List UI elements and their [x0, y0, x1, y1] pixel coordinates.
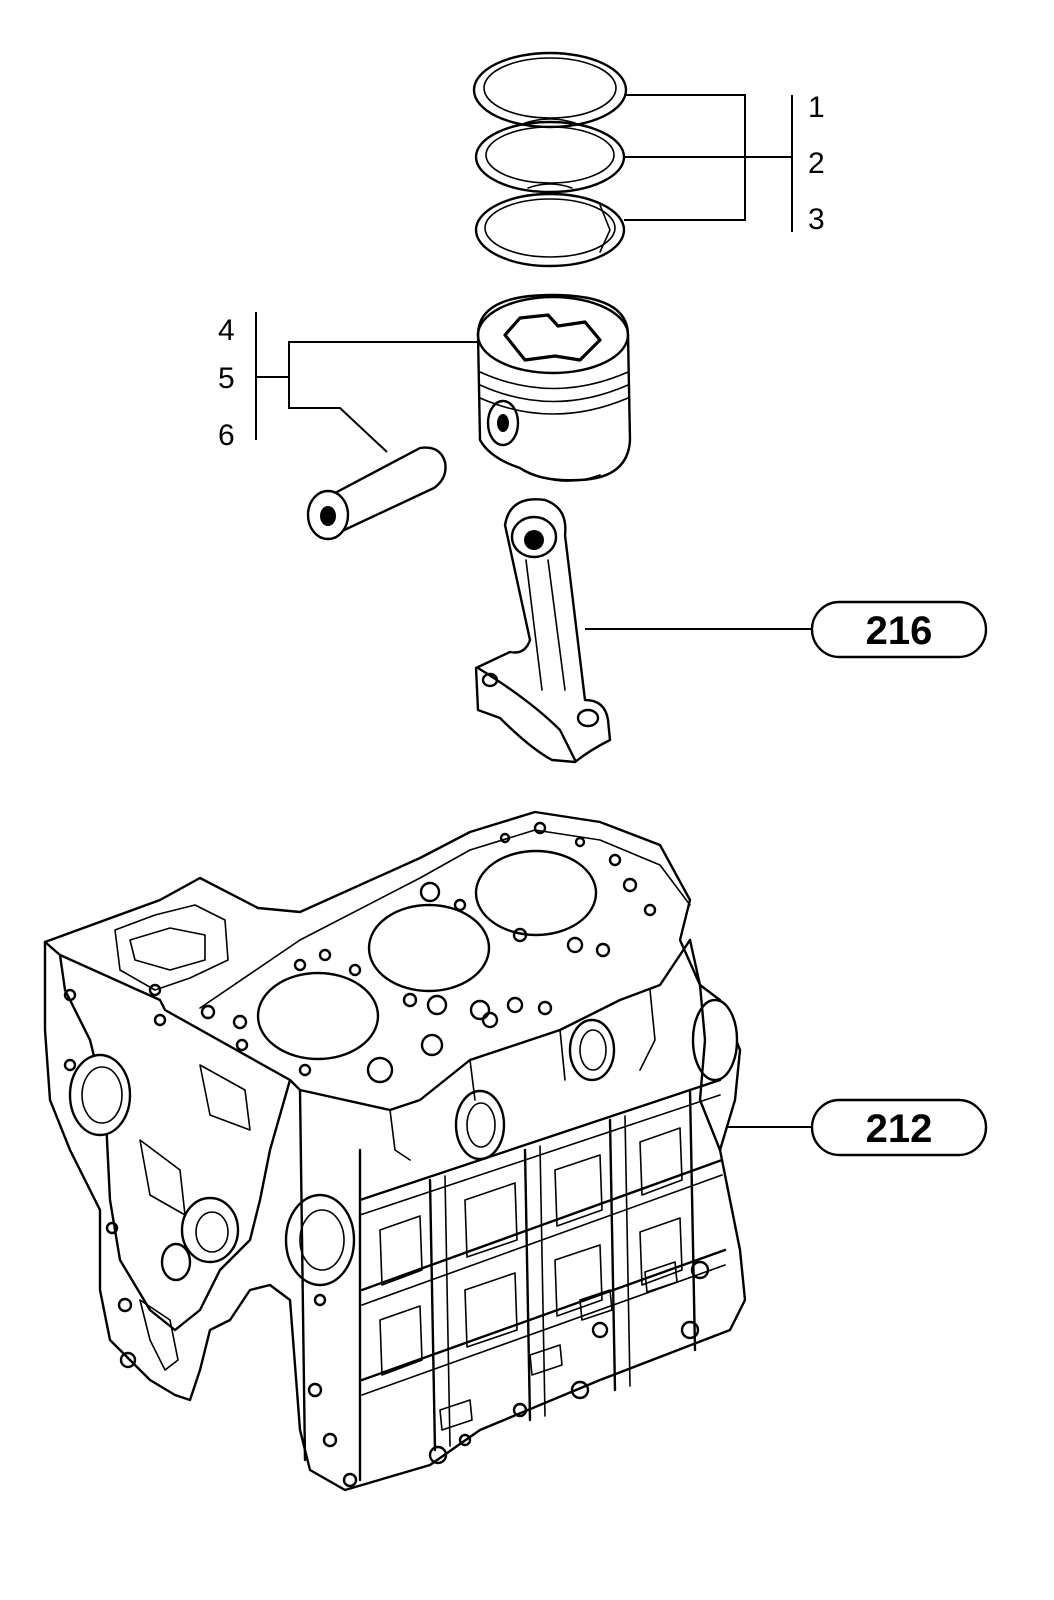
item-number-4: 4 [218, 314, 235, 347]
block-bottom-bosses [307, 1260, 710, 1488]
item-number-2: 2 [808, 147, 825, 180]
piston-leader-lines [255, 312, 480, 453]
callout-216-label: 216 [866, 609, 933, 653]
piston-rings [472, 51, 628, 268]
callout-212[interactable]: 212 [728, 1098, 988, 1157]
piston-ring-top [472, 51, 628, 129]
item-number-1: 1 [808, 91, 825, 124]
piston-pin [306, 446, 447, 541]
cylinder-bore-1 [256, 971, 380, 1061]
piston [476, 293, 632, 482]
item-number-6: 6 [218, 419, 235, 452]
piston-ring-oil [474, 192, 626, 268]
item-number-5: 5 [218, 362, 235, 395]
block-side-ribs [298, 1078, 727, 1482]
cylinder-bore-2 [367, 903, 491, 993]
ring-leader-lines [624, 94, 793, 232]
connecting-rod [474, 498, 612, 764]
cylinder-bore-3 [474, 849, 598, 937]
piston-ring-middle [474, 120, 626, 194]
deck-bolt-holes [148, 821, 657, 1084]
item-number-3: 3 [808, 203, 825, 236]
callout-212-label: 212 [866, 1107, 933, 1151]
block-side-recesses [379, 1127, 683, 1376]
engine-block [43, 810, 747, 1492]
callout-216[interactable]: 216 [585, 600, 988, 659]
